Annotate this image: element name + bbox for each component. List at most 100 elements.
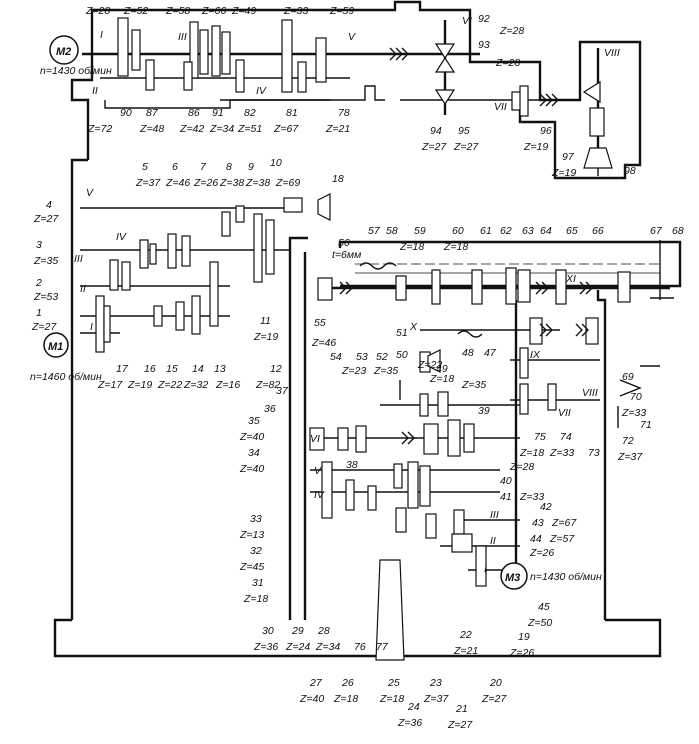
label-68: 68 — [672, 225, 684, 237]
label-z21-22: Z=21 — [453, 645, 478, 657]
label-z17: Z=17 — [97, 379, 123, 391]
shaft-IV-r: IV — [314, 489, 325, 501]
motor-m3-speed: n=1430 об/мин — [530, 571, 602, 583]
shaft-top-III: III — [178, 31, 187, 43]
label-7: 7 — [200, 161, 207, 173]
top-shaft-numerals: I II III IV V VI VII VIII — [92, 15, 620, 113]
shaft-I-r: I — [484, 563, 487, 575]
label-31: 31 — [252, 577, 264, 589]
shaft-top-V: V — [348, 31, 356, 43]
shaft-top-IV: IV — [256, 85, 267, 97]
label-z59: Z=59 — [329, 5, 354, 17]
shaft-V-r: V — [314, 465, 322, 477]
shaft-X: X — [409, 321, 418, 333]
label-23: 23 — [429, 677, 442, 689]
label-74: 74 — [560, 431, 572, 443]
shaft-IX: IX — [530, 349, 541, 361]
label-92: 92 — [478, 13, 490, 25]
label-70: 70 — [630, 391, 642, 403]
label-60: 60 — [452, 225, 464, 237]
label-z32: Z=32 — [183, 379, 208, 391]
feed-box-labels: 56 57 58 59 Z=18 60 Z=18 61 62 63 64 65 … — [239, 225, 684, 731]
label-18: 18 — [332, 173, 344, 185]
feed-box-gears — [309, 267, 631, 661]
label-z18-75: Z=18 — [519, 447, 544, 459]
label-z27-1: Z=27 — [31, 321, 57, 333]
label-69: 69 — [622, 371, 634, 383]
motor-m2-label: M2 — [56, 46, 71, 58]
label-59: 59 — [414, 225, 426, 237]
label-z57: Z=57 — [549, 533, 575, 545]
label-z45: Z=45 — [239, 561, 264, 573]
label-z69: Z=69 — [275, 177, 300, 189]
label-z33-41: Z=33 — [519, 491, 544, 503]
shaft-left-III: III — [74, 253, 83, 265]
label-z27-20: Z=27 — [481, 693, 507, 705]
top-bevel-gears — [434, 43, 613, 176]
label-z66: Z=66 — [201, 5, 226, 17]
label-76: 76 — [354, 641, 366, 653]
label-97: 97 — [562, 151, 575, 163]
label-z28-93: Z=28 — [495, 57, 520, 69]
label-53: 53 — [356, 351, 368, 363]
label-43: 43 — [532, 517, 544, 529]
label-z18-59: Z=18 — [399, 241, 424, 253]
shaft-III-r: III — [490, 509, 499, 521]
label-95: 95 — [458, 125, 470, 137]
left-gearbox-labels: 4 Z=27 3 Z=35 2 Z=53 1 Z=27 5 Z=37 6 Z=4… — [31, 157, 344, 391]
label-47: 47 — [484, 347, 497, 359]
shaft-top-VI: VI — [462, 15, 472, 27]
label-z35-53: Z=35 — [373, 365, 398, 377]
label-16: 16 — [144, 363, 156, 375]
label-24: 24 — [407, 701, 420, 713]
label-z38b: Z=38 — [245, 177, 270, 189]
label-z37-72: Z=37 — [617, 451, 643, 463]
label-90: 90 — [120, 107, 132, 119]
label-z22-50: Z=22 — [417, 359, 442, 371]
label-z35-3: Z=35 — [33, 255, 58, 267]
label-6: 6 — [172, 161, 178, 173]
label-64: 64 — [540, 225, 552, 237]
left-gearbox-numerals: V IV III II I — [74, 187, 127, 333]
motor-m3: M3 n=1430 об/мин — [500, 562, 602, 590]
shaft-left-V: V — [86, 187, 94, 199]
label-42: 42 — [540, 501, 552, 513]
label-z58: Z=58 — [165, 5, 190, 17]
label-z28-r: Z=28 — [509, 461, 534, 473]
label-z40-27: Z=40 — [299, 693, 324, 705]
label-41: 41 — [500, 491, 512, 503]
shaft-XI: XI — [565, 273, 576, 285]
label-z28-92: Z=28 — [499, 25, 524, 37]
label-z18-26: Z=18 — [333, 693, 358, 705]
label-z19-16: Z=19 — [127, 379, 152, 391]
label-48: 48 — [462, 347, 474, 359]
label-z34: Z=34 — [209, 123, 234, 135]
label-z37-23: Z=37 — [423, 693, 449, 705]
label-67: 67 — [650, 225, 663, 237]
shaft-left-I: I — [90, 321, 93, 333]
label-z35-b: Z=35 — [461, 379, 486, 391]
label-28: 28 — [317, 625, 330, 637]
label-1: 1 — [36, 307, 42, 319]
top-gear-labels: Z=28 Z=52 Z=58 Z=66 Z=49 Z=33 Z=59 90 87… — [85, 5, 636, 179]
label-3: 3 — [36, 239, 42, 251]
label-z21: Z=21 — [325, 123, 350, 135]
shaft-top-VII: VII — [494, 101, 507, 113]
label-z16: Z=16 — [215, 379, 240, 391]
motor-m3-label: M3 — [505, 572, 520, 584]
label-z19-97: Z=19 — [551, 167, 576, 179]
label-9: 9 — [248, 161, 254, 173]
label-z38a: Z=38 — [219, 177, 244, 189]
label-z82: Z=82 — [255, 379, 280, 391]
label-40: 40 — [500, 475, 512, 487]
label-z67: Z=67 — [273, 123, 299, 135]
label-87: 87 — [146, 107, 159, 119]
label-z36-24: Z=36 — [397, 717, 422, 729]
label-22: 22 — [459, 629, 472, 641]
label-z27-95: Z=27 — [453, 141, 479, 153]
label-57: 57 — [368, 225, 381, 237]
shaft-VII-r: VII — [558, 407, 571, 419]
label-91: 91 — [212, 107, 224, 119]
shaft-VI-r: VI — [310, 433, 320, 445]
